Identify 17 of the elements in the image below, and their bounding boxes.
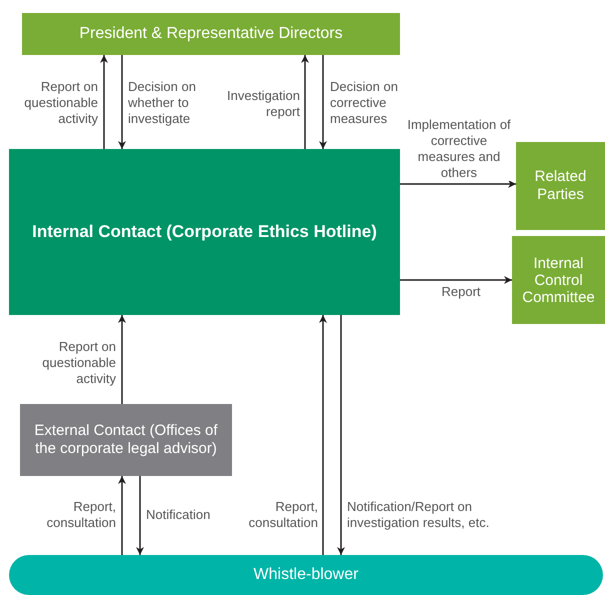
arrow <box>118 55 126 149</box>
process-box: Internal Contact (Corporate Ethics Hotline) <box>9 149 400 315</box>
process-box: External Contact (Offices of the corporate legal advisor) <box>20 404 232 476</box>
arrow <box>301 55 309 149</box>
rounded-band: Whistle-blower <box>9 555 603 595</box>
arrow <box>337 315 345 555</box>
arrow <box>136 476 144 555</box>
process-box: Internal Control Committee <box>512 236 605 324</box>
arrow <box>319 315 327 555</box>
process-box: President & Representative Directors <box>22 13 400 55</box>
arrow <box>400 180 516 188</box>
arrow <box>118 315 126 404</box>
arrow <box>100 55 108 149</box>
arrow <box>400 276 512 284</box>
arrow <box>118 476 126 555</box>
process-box: Related Parties <box>516 142 605 230</box>
arrow <box>319 55 327 149</box>
